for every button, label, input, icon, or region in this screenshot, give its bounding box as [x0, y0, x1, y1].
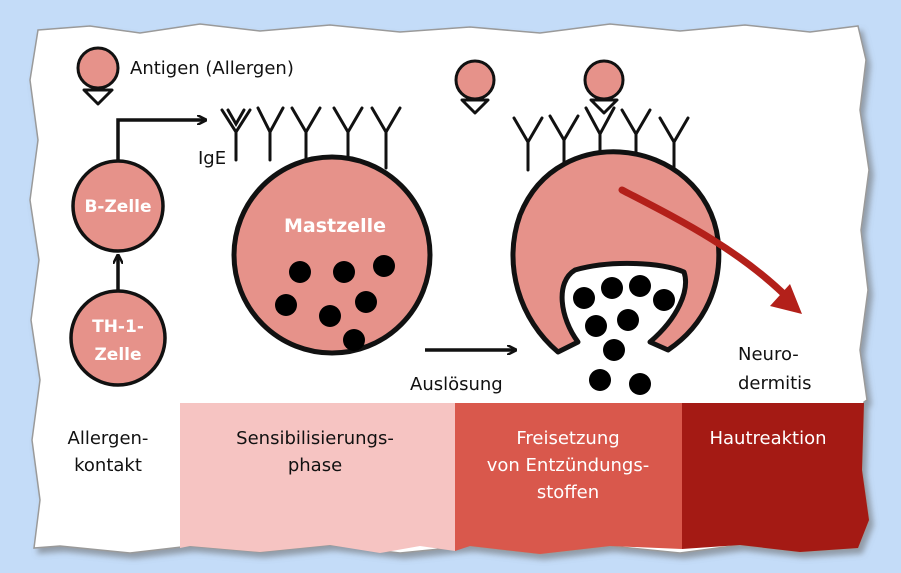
th1-cell	[71, 291, 165, 385]
phase-bands	[180, 403, 869, 554]
phase-label-allergen-contact-2: kontakt	[74, 455, 142, 476]
phase-label-skin-reaction: Hautreaktion	[709, 428, 826, 449]
phase-band-release	[455, 403, 682, 554]
phase-label-release-1: Freisetzung	[516, 428, 619, 449]
trigger-label: Auslösung	[410, 374, 503, 395]
neurodermatitis-label-line1: Neuro-	[738, 344, 799, 365]
phase-label-sensitization-1: Sensibilisierungs-	[236, 428, 394, 449]
b-cell-label: B-Zelle	[84, 197, 151, 217]
mast-cell-label: Mastzelle	[284, 215, 386, 237]
th1-cell-label-line2: Zelle	[94, 345, 141, 365]
phase-band-sensitization	[180, 403, 455, 553]
phase-label-sensitization-2: phase	[288, 455, 342, 476]
neurodermatitis-label-line2: dermitis	[738, 373, 812, 394]
ige-label: IgE	[198, 148, 226, 169]
phase-label-release-2: von Entzündungs-	[487, 455, 649, 476]
phase-label-release-3: stoffen	[537, 482, 599, 503]
antigen-label: Antigen (Allergen)	[130, 58, 294, 79]
phase-label-allergen-contact-1: Allergen-	[68, 428, 149, 449]
phase-band-skin-reaction	[682, 403, 869, 552]
th1-cell-label-line1: TH-1-	[92, 317, 144, 337]
